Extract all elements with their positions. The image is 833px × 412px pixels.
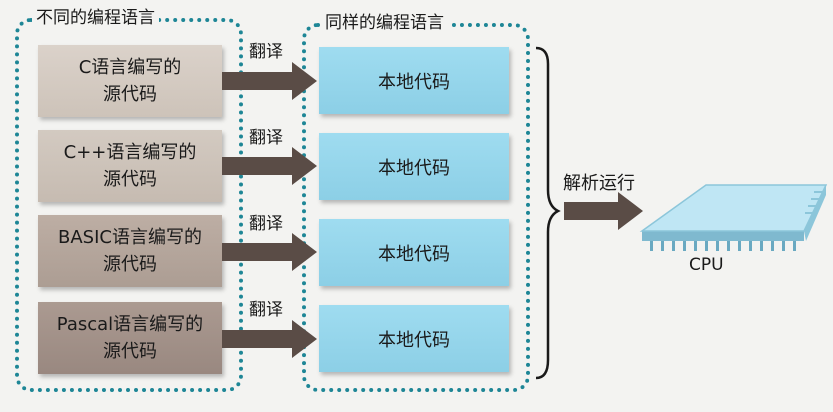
source-languages-title: 不同的编程语言: [32, 8, 159, 28]
native-code-box-1: 本地代码: [319, 47, 509, 114]
source-box-basic-line2: 源代码: [103, 254, 157, 275]
translate-label-4: 翻译: [249, 300, 283, 320]
right-brace: [535, 46, 561, 380]
source-box-basic: BASIC语言编写的 源代码: [38, 215, 222, 287]
source-box-c: C语言编写的 源代码: [38, 45, 222, 117]
source-box-cpp-line1: C++语言编写的: [63, 142, 197, 163]
source-box-pascal-line2: 源代码: [103, 341, 157, 362]
cpu-label: CPU: [689, 255, 724, 275]
translate-arrow-2: [222, 147, 317, 185]
execute-arrow: [564, 192, 643, 230]
source-box-c-line2: 源代码: [103, 84, 157, 105]
translate-arrow-4: [222, 320, 317, 358]
native-code-box-2: 本地代码: [319, 133, 509, 200]
source-box-cpp: C++语言编写的 源代码: [38, 130, 222, 202]
source-box-pascal: Pascal语言编写的 源代码: [38, 302, 222, 374]
source-box-basic-line1: BASIC语言编写的: [58, 227, 202, 248]
translate-label-3: 翻译: [249, 214, 283, 234]
execute-label: 解析运行: [563, 173, 635, 194]
source-box-pascal-line1: Pascal语言编写的: [56, 314, 204, 335]
translate-label-1: 翻译: [249, 42, 283, 62]
translate-arrow-3: [222, 233, 317, 271]
native-code-title: 同样的编程语言: [321, 13, 448, 33]
native-code-box-3: 本地代码: [319, 219, 509, 286]
source-box-cpp-line2: 源代码: [103, 169, 157, 190]
translate-label-2: 翻译: [249, 128, 283, 148]
native-code-box-4: 本地代码: [319, 305, 509, 372]
source-box-c-line1: C语言编写的: [78, 57, 182, 78]
translate-arrow-1: [222, 62, 317, 100]
cpu-chip-icon: [639, 184, 828, 251]
